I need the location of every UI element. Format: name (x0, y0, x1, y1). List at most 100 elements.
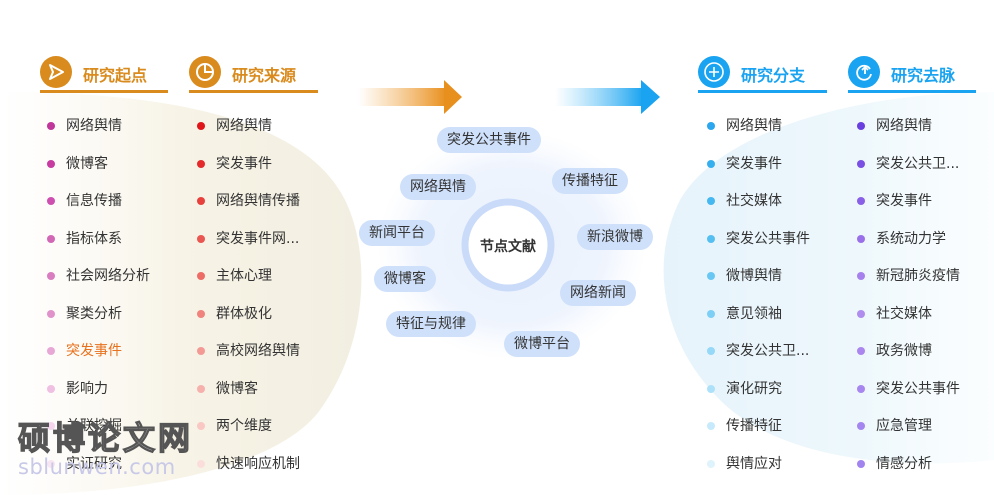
bullet-dot (47, 272, 55, 280)
list-item-label: 突发公共卫... (876, 155, 960, 172)
column-title: 研究起点 (83, 66, 148, 85)
bullet-dot (707, 422, 715, 430)
list-item-label: 实证研究 (66, 455, 122, 472)
list-item[interactable]: 实证研究 (45, 454, 150, 492)
list-item[interactable]: 网络舆情 (855, 116, 960, 154)
pie-chart-icon (189, 56, 221, 88)
list-item[interactable]: 网络舆情 (705, 116, 810, 154)
list-item-label: 突发事件 (216, 155, 272, 172)
bullet-dot (707, 309, 715, 318)
bullet-dot (197, 422, 205, 430)
keyword-pill[interactable]: 特征与规律 (386, 311, 476, 337)
list-item[interactable]: 突发事件网... (195, 229, 300, 267)
list-item[interactable]: 主体心理 (195, 266, 300, 304)
bullet-dot (857, 422, 865, 430)
list-item[interactable]: 突发公共事件 (855, 379, 960, 417)
header-research-trend: 研究去脉 (848, 56, 976, 93)
list-item-label: 微博客 (216, 380, 258, 397)
list-item[interactable]: 影响力 (45, 379, 150, 417)
bullet-dot (857, 309, 865, 318)
header-underline (698, 90, 827, 93)
keyword-pill[interactable]: 突发公共事件 (437, 127, 541, 153)
list-item[interactable]: 网络舆情 (45, 116, 150, 154)
list-item[interactable]: 突发事件 (705, 154, 810, 192)
list-item[interactable]: 突发公共事件 (705, 229, 810, 267)
list-item[interactable]: 微博客 (195, 379, 300, 417)
list-item[interactable]: 系统动力学 (855, 229, 960, 267)
research-branch-list: 网络舆情突发事件社交媒体突发公共事件微博舆情意见领袖突发公共卫...演化研究传播… (705, 116, 810, 491)
list-item[interactable]: 意见领袖 (705, 304, 810, 342)
list-item[interactable]: 突发公共卫... (705, 341, 810, 379)
list-item[interactable]: 快速响应机制 (195, 454, 300, 492)
research-trend-list: 网络舆情突发公共卫... 突发事件系统动力学新冠肺炎疫情社交媒体政务微博突发公共事… (855, 116, 960, 491)
list-item-label: 网络舆情 (216, 118, 272, 134)
list-item[interactable]: 突发事件 (45, 341, 150, 379)
bullet-dot (197, 197, 205, 205)
bullet-dot (857, 159, 865, 168)
bullet-dot (47, 309, 55, 318)
keyword-pill[interactable]: 微博客 (374, 266, 436, 292)
list-item[interactable]: 舆情应对 (705, 454, 810, 492)
list-item[interactable]: 传播特征 (705, 416, 810, 454)
column-title: 研究来源 (232, 66, 297, 85)
list-item-label: 应急管理 (876, 418, 932, 434)
center-node-label: 节点文献 (480, 239, 536, 255)
keyword-pill[interactable]: 网络新闻 (560, 280, 636, 306)
keyword-pill[interactable]: 传播特征 (552, 168, 628, 194)
list-item[interactable]: 社交媒体 (705, 191, 810, 229)
list-item-label: 高校网络舆情 (216, 343, 300, 359)
header-underline (189, 90, 318, 93)
keyword-pill[interactable]: 网络舆情 (400, 174, 476, 200)
list-item-label: 网络舆情 (66, 118, 122, 134)
keyword-pill[interactable]: 微博平台 (504, 331, 580, 357)
list-item[interactable]: 突发公共卫... (855, 154, 960, 192)
list-item[interactable]: 高校网络舆情 (195, 341, 300, 379)
bullet-dot (857, 122, 865, 130)
list-item[interactable]: 演化研究 (705, 379, 810, 417)
list-item-label: 微博舆情 (726, 268, 782, 284)
keyword-pill[interactable]: 新闻平台 (359, 220, 435, 246)
list-item[interactable]: 社会网络分析 (45, 266, 150, 304)
header-research-origin: 研究起点 (40, 56, 168, 93)
list-item-label: 突发事件 (876, 193, 932, 209)
keyword-pill[interactable]: 新浪微博 (577, 224, 653, 250)
bullet-dot (47, 159, 55, 168)
bullet-dot (707, 122, 715, 130)
list-item[interactable]: 信息传播 (45, 191, 150, 229)
list-item[interactable]: 突发事件 (855, 191, 960, 229)
header-underline (848, 90, 976, 93)
list-item[interactable]: 指标体系 (45, 229, 150, 267)
list-item-label: 关联挖掘 (66, 418, 122, 434)
bullet-dot (47, 122, 55, 130)
center-ring (461, 198, 555, 292)
list-item[interactable]: 群体极化 (195, 304, 300, 342)
bullet-dot (857, 459, 865, 468)
bullet-dot (707, 459, 715, 468)
list-item[interactable]: 网络舆情 (195, 116, 300, 154)
bullet-dot (47, 422, 55, 430)
bullet-dot (857, 384, 865, 393)
list-item[interactable]: 政务微博 (855, 341, 960, 379)
list-item-label: 突发公共事件 (876, 380, 960, 397)
list-item-label: 突发事件 (66, 343, 122, 359)
list-item[interactable]: 关联挖掘 (45, 416, 150, 454)
list-item[interactable]: 聚类分析 (45, 304, 150, 342)
list-item[interactable]: 突发事件 (195, 154, 300, 192)
bullet-dot (707, 384, 715, 393)
list-item[interactable]: 新冠肺炎疫情 (855, 266, 960, 304)
list-item[interactable]: 网络舆情传播 (195, 191, 300, 229)
left-background-blob (0, 92, 362, 495)
list-item[interactable]: 情感分析 (855, 454, 960, 492)
list-item[interactable]: 社交媒体 (855, 304, 960, 342)
bullet-dot (857, 234, 865, 243)
header-underline (40, 90, 168, 93)
header-research-branch: 研究分支 (698, 56, 827, 93)
bullet-dot (47, 459, 55, 468)
list-item[interactable]: 应急管理 (855, 416, 960, 454)
bullet-dot (707, 272, 715, 280)
list-item-label: 意见领袖 (726, 305, 782, 322)
list-item[interactable]: 微博客 (45, 154, 150, 192)
list-item[interactable]: 微博舆情 (705, 266, 810, 304)
list-item[interactable]: 两个维度 (195, 416, 300, 454)
column-title: 研究去脉 (891, 66, 956, 85)
